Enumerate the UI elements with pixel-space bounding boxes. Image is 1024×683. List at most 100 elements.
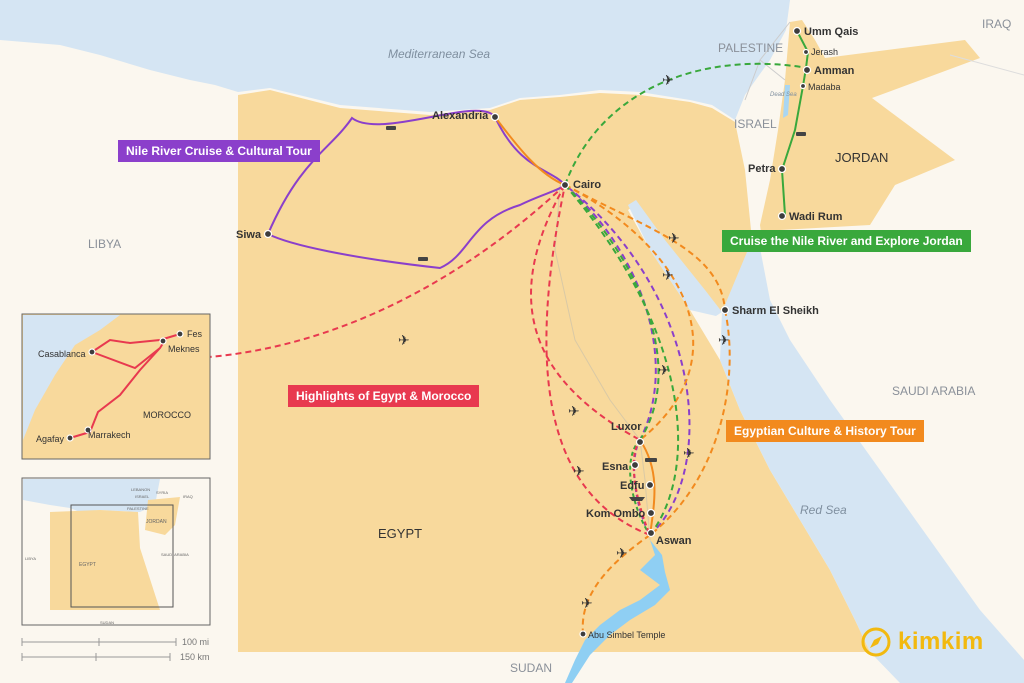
label-petra: Petra	[748, 163, 776, 175]
saudi-label: SAUDI ARABIA	[892, 384, 975, 398]
label-edfu: Edfu	[620, 480, 644, 492]
border-lines	[744, 21, 791, 101]
plane-icon: ✈	[658, 363, 670, 379]
label-jerash: Jerash	[811, 47, 838, 57]
car-icon	[418, 257, 428, 261]
marker-edfu[interactable]	[645, 480, 655, 490]
plane-icon: ✈	[718, 333, 730, 349]
label-cairo: Cairo	[573, 179, 601, 191]
gulf-of-suez	[628, 200, 722, 316]
route-label-nile-jordan[interactable]: Cruise the Nile River and Explore Jordan	[722, 230, 971, 252]
plane-icon: ✈	[662, 268, 674, 284]
plane-icon: ✈	[616, 546, 628, 562]
vehicle-icons	[386, 126, 806, 501]
atlantic-ocean	[23, 315, 120, 440]
ov-egypt: EGYPT	[79, 562, 96, 568]
plane-icon: ✈	[668, 231, 680, 247]
palestine-label: PALESTINE	[718, 41, 783, 55]
label-kom-ombo: Kom Ombo	[586, 508, 646, 520]
compass-icon	[861, 627, 891, 657]
city-markers[interactable]: Alexandria Cairo Siwa Luxor Esna Edfu Ko…	[236, 26, 858, 640]
marker-kom-ombo[interactable]	[646, 508, 656, 518]
dead-sea-label: Dead Sea	[770, 92, 797, 98]
marker-umm-qais[interactable]	[792, 26, 802, 36]
marker-siwa[interactable]	[263, 229, 273, 239]
marker-amman[interactable]	[802, 65, 812, 75]
marker-marrakech[interactable]	[84, 426, 92, 434]
marker-alexandria[interactable]	[490, 112, 500, 122]
plane-icons: ✈ ✈ ✈ ✈ ✈ ✈ ✈ ✈ ✈ ✈ ✈	[398, 73, 730, 612]
overview-jordan	[145, 497, 180, 535]
label-amman: Amman	[814, 65, 855, 77]
marker-luxor[interactable]	[635, 437, 645, 447]
label-wadi-rum: Wadi Rum	[789, 211, 843, 223]
morocco-label: MOROCCO	[143, 410, 191, 420]
marker-sharm[interactable]	[720, 305, 730, 315]
car-icon	[645, 458, 657, 462]
scale-miles: 100 mi	[182, 637, 209, 647]
libya-label: LIBYA	[88, 237, 121, 251]
label-alexandria: Alexandria	[432, 110, 489, 122]
plane-icon: ✈	[662, 73, 674, 89]
marker-madaba[interactable]	[799, 82, 807, 90]
ov-jordan: JORDAN	[146, 519, 167, 525]
lake-nasser	[565, 540, 670, 683]
label-meknes: Meknes	[168, 344, 200, 354]
egypt-land	[238, 90, 870, 652]
sudan-label: SUDAN	[510, 661, 552, 675]
plane-icon: ✈	[573, 464, 585, 480]
car-icon	[386, 126, 396, 130]
route-label-nile-cultural[interactable]: Nile River Cruise & Cultural Tour	[118, 140, 320, 162]
plane-icon: ✈	[568, 404, 580, 420]
marker-jerash[interactable]	[802, 48, 810, 56]
overview-sea	[23, 479, 160, 512]
overview-egypt	[50, 510, 160, 610]
marker-abu-simbel[interactable]	[579, 630, 587, 638]
boat-icon	[629, 497, 645, 501]
morocco-inset: MOROCCO Casablanca Fes Meknes Marrakech …	[21, 313, 211, 460]
marker-esna[interactable]	[630, 460, 640, 470]
ov-iraq: IRAQ	[183, 494, 193, 499]
plane-icon: ✈	[581, 596, 593, 612]
red-sea	[720, 240, 1024, 683]
marker-fes[interactable]	[176, 330, 184, 338]
label-fes: Fes	[187, 329, 203, 339]
label-madaba: Madaba	[808, 82, 841, 92]
ov-sudan: SUDAN	[100, 620, 114, 625]
marker-cairo[interactable]	[560, 180, 570, 190]
logo-text: kimkim	[898, 628, 984, 655]
marker-petra[interactable]	[777, 164, 787, 174]
jordan-land	[760, 20, 980, 240]
jordan-label: JORDAN	[835, 150, 888, 165]
red-sea-label: Red Sea	[800, 503, 847, 517]
plane-icon: ✈	[683, 446, 695, 462]
label-sharm: Sharm El Sheikh	[732, 305, 819, 317]
marker-aswan[interactable]	[646, 528, 656, 538]
israel-label: ISRAEL	[734, 117, 777, 131]
label-siwa: Siwa	[236, 229, 262, 241]
marker-casablanca[interactable]	[88, 348, 96, 356]
plane-icon: ✈	[398, 333, 410, 349]
marker-agafay[interactable]	[66, 434, 74, 442]
label-aswan: Aswan	[656, 535, 692, 547]
iraq-label: IRAQ	[982, 17, 1011, 31]
ov-libya: LIBYA	[25, 556, 36, 561]
route-label-culture-history[interactable]: Egyptian Culture & History Tour	[726, 420, 924, 442]
iraq-saudi-border	[949, 54, 1024, 76]
ov-palestine: PALESTINE	[127, 506, 149, 511]
ov-saudi: SAUDI ARABIA	[161, 552, 189, 557]
kimkim-logo[interactable]: kimkim	[860, 626, 984, 658]
car-icon	[796, 132, 806, 136]
route-label-egypt-morocco[interactable]: Highlights of Egypt & Morocco	[288, 385, 480, 407]
egypt-label: EGYPT	[378, 526, 422, 541]
scale-km: 150 km	[180, 652, 210, 662]
label-abu-simbel: Abu Simbel Temple	[588, 630, 665, 640]
marker-meknes[interactable]	[159, 337, 167, 345]
label-luxor: Luxor	[611, 421, 642, 433]
label-casablanca: Casablanca	[38, 349, 86, 359]
marker-wadi-rum[interactable]	[777, 211, 787, 221]
route-orange[interactable]	[494, 116, 731, 635]
label-umm-qais: Umm Qais	[804, 26, 858, 38]
